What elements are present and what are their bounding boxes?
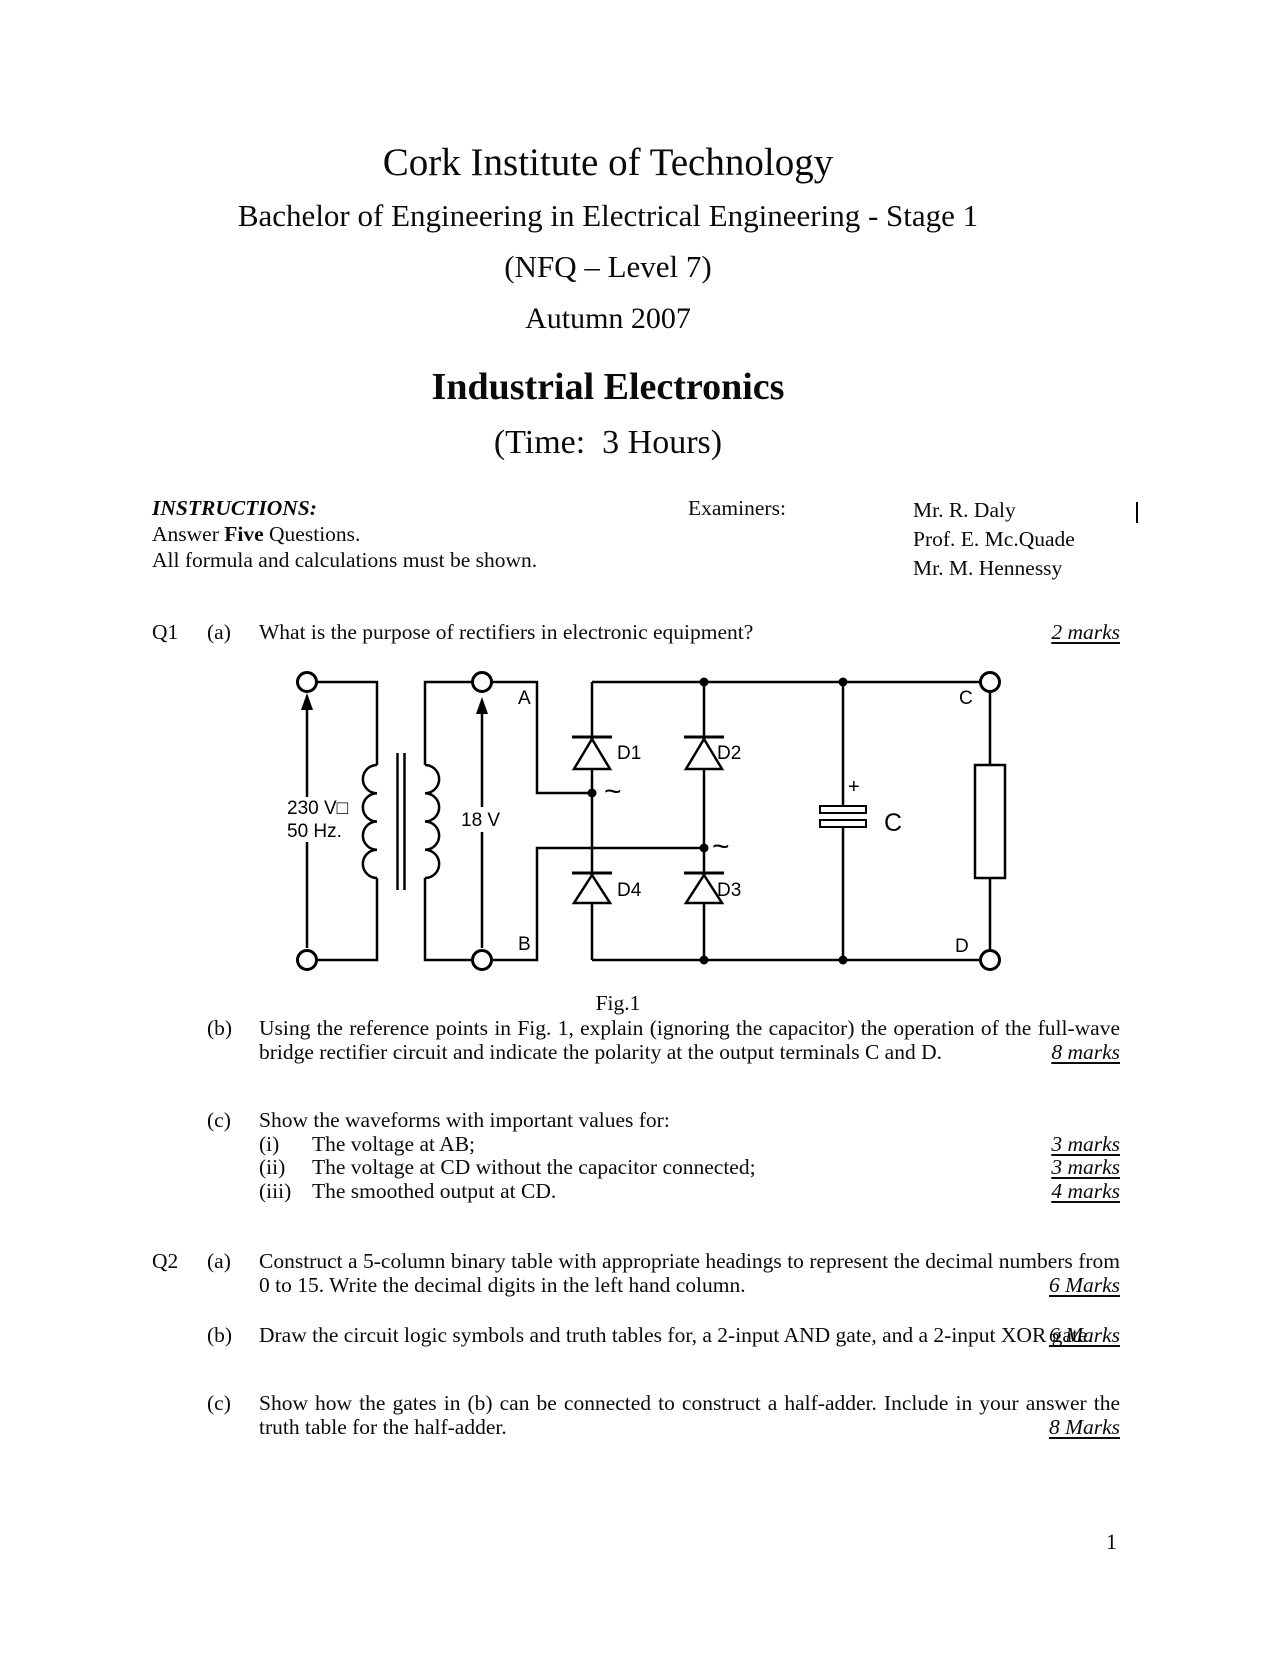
sub-item-label: (ii) [259, 1155, 286, 1179]
instructions-block: INSTRUCTIONS: Answer Five Questions. All… [152, 495, 537, 573]
marks-value: 8 marks [1051, 1039, 1120, 1064]
secondary-arrow-head-icon [476, 697, 488, 714]
programme-title: Bachelor of Engineering in Electrical En… [237, 198, 979, 233]
subject-title: Industrial Electronics [431, 366, 785, 408]
secondary-voltage-label: 18 V [461, 810, 500, 831]
primary-voltage-label: 230 V□ [287, 798, 349, 819]
question-text: Draw the circuit logic symbols and truth… [259, 1323, 1093, 1347]
terminal-d [979, 949, 1001, 971]
terminals [296, 671, 1001, 971]
sub-item-label: (iii) [259, 1178, 292, 1203]
marks-value: 4 marks [1051, 1178, 1120, 1203]
exam-duration: (Time: 3 Hours) [493, 424, 723, 461]
diode-d4 [571, 871, 613, 905]
examiner-name: Mr. M. Hennessy [913, 556, 1063, 580]
question-number: Q2 [152, 1249, 179, 1273]
exam-session: Autumn 2007 [525, 302, 691, 335]
page-number: 1 [1106, 1529, 1117, 1554]
junction-dots [587, 677, 848, 965]
question-number: Q1 [152, 620, 179, 644]
node-a-label: A [518, 688, 531, 709]
part-label: (b) [207, 1016, 233, 1040]
label-mask [455, 807, 509, 832]
examiners-label: Examiners: [688, 496, 786, 520]
question-q1a-row: Q1 (a) What is the purpose of rectifiers… [152, 620, 1120, 645]
institution-title: Cork Institute of Technology [382, 141, 834, 184]
question-q2c-row: (c) Show how the gates in (b) can be con… [152, 1391, 1120, 1439]
marks-value: 6 Marks [1048, 1272, 1120, 1297]
question-text: What is the purpose of rectifiers in ele… [259, 620, 754, 644]
node-d-label: D [955, 936, 969, 957]
capacitor-label: C [884, 809, 902, 837]
marks-value: 2 marks [1051, 620, 1120, 644]
question-q1c-row: (c) Show the waveforms with important va… [152, 1108, 1120, 1204]
sub-item: (ii) The voltage at CD without the capac… [152, 1155, 1120, 1180]
node-c-label: C [959, 688, 973, 709]
nfq-level: (NFQ – Level 7) [504, 249, 712, 284]
sub-item-text: The smoothed output at CD. [312, 1178, 557, 1203]
sub-item: (i) The voltage at AB; 3 marks [152, 1131, 1120, 1157]
node-b-label: B [518, 934, 531, 955]
ac-symbol-right: ~ [712, 830, 730, 863]
revision-mark [1136, 502, 1138, 523]
marks-value: 8 Marks [1048, 1414, 1120, 1439]
terminal-primary-bottom [296, 949, 318, 971]
instructions-line-answer: Answer Five Questions. [152, 522, 361, 546]
terminal-a [471, 671, 493, 693]
terminal-b [471, 949, 493, 971]
primary-winding [361, 763, 378, 880]
capacitor-polarity-label: + [848, 776, 860, 798]
diode-d1 [571, 735, 613, 771]
part-label: (c) [207, 1108, 231, 1132]
question-text: Show how the gates in (b) can be connect… [259, 1391, 1120, 1439]
capacitor [819, 805, 867, 828]
question-q1b-row: (b) Using the reference points in Fig. 1… [152, 1016, 1120, 1064]
diode-d3-label: D3 [717, 880, 741, 901]
ac-symbol-left: ~ [604, 775, 622, 808]
label-mask [281, 797, 353, 842]
load-resistor [973, 763, 1007, 880]
examiner-name: Prof. E. Mc.Quade [913, 527, 1075, 551]
examiners-list: Mr. R. Daly Prof. E. Mc.Quade Mr. M. Hen… [913, 496, 1075, 583]
part-label: (a) [207, 1249, 231, 1273]
part-label: (a) [207, 620, 231, 644]
diode-d1-label: D1 [617, 743, 641, 764]
question-q2b-row: (b) Draw the circuit logic symbols and t… [152, 1323, 1120, 1348]
part-label: (c) [207, 1391, 231, 1415]
part-label: (b) [207, 1323, 233, 1347]
question-text: Construct a 5-column binary table with a… [259, 1249, 1120, 1297]
terminal-primary-top [296, 671, 318, 693]
question-q2a-row: Q2 (a) Construct a 5-column binary table… [152, 1249, 1120, 1297]
primary-frequency-label: 50 Hz. [287, 821, 342, 842]
sub-item-text: The voltage at CD without the capacitor … [312, 1155, 756, 1179]
transformer [361, 753, 441, 890]
marks-value: 6 Marks [1048, 1323, 1120, 1347]
primary-arrow-head-icon [301, 693, 313, 710]
question-text: Show the waveforms with important values… [259, 1108, 670, 1132]
instructions-line-formula: All formula and calculations must be sho… [152, 548, 538, 572]
question-text: Using the reference points in Fig. 1, ex… [259, 1016, 1120, 1064]
diode-d2-label: D2 [717, 743, 741, 764]
sub-item-label: (i) [259, 1131, 280, 1156]
secondary-winding [424, 763, 441, 880]
instructions-heading: INSTRUCTIONS: [152, 496, 317, 520]
sub-item: (iii) The smoothed output at CD. 4 marks [152, 1178, 1120, 1204]
diode-d2 [683, 735, 725, 771]
diode-d3 [683, 871, 725, 905]
marks-value: 3 marks [1051, 1155, 1120, 1179]
figure-caption: Fig.1 [595, 991, 641, 1015]
marks-value: 3 marks [1051, 1131, 1120, 1156]
fig1-circuit-diagram: 230 V□ 50 Hz. 18 V A B C D D1 D2 D4 D3 ~… [281, 671, 1007, 971]
terminal-c [979, 671, 1001, 693]
diode-d4-label: D4 [617, 880, 642, 901]
examiner-name: Mr. R. Daly [913, 498, 1016, 522]
sub-item-text: The voltage at AB; [312, 1131, 476, 1156]
